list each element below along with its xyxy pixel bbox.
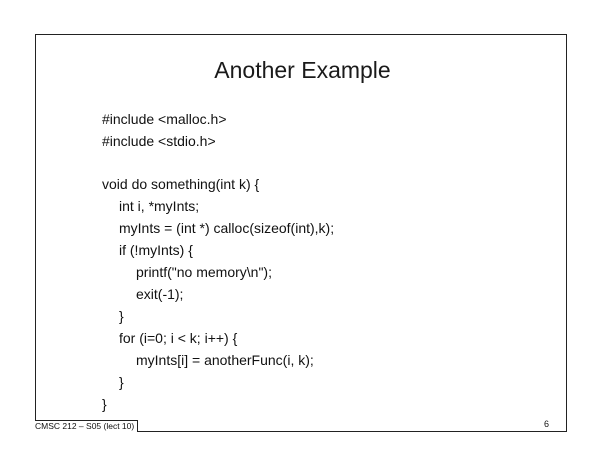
code-line-function-close: } — [102, 396, 107, 412]
code-line-printf: printf("no memory\n"); — [136, 264, 272, 280]
code-line-include-stdio: #include <stdio.h> — [102, 133, 216, 149]
slide-frame — [35, 34, 567, 432]
code-line-function-signature: void do something(int k) { — [102, 176, 260, 192]
code-line-for-close: } — [119, 374, 124, 390]
slide-title: Another Example — [214, 57, 391, 83]
code-line-if-check: if (!myInts) { — [119, 242, 193, 258]
code-line-calloc: myInts = (int *) calloc(sizeof(int),k); — [119, 220, 335, 236]
code-line-exit: exit(-1); — [136, 286, 184, 302]
page-number: 6 — [544, 419, 550, 429]
code-line-include-malloc: #include <malloc.h> — [102, 111, 227, 127]
code-line-declarations: int i, *myInts; — [119, 198, 200, 214]
code-line-if-close: } — [119, 308, 124, 324]
footer-course-label: CMSC 212 – S05 (lect 10) — [35, 420, 139, 432]
code-line-for-loop: for (i=0; i < k; i++) { — [119, 330, 238, 346]
code-line-assignment: myInts[i] = anotherFunc(i, k); — [136, 352, 314, 368]
